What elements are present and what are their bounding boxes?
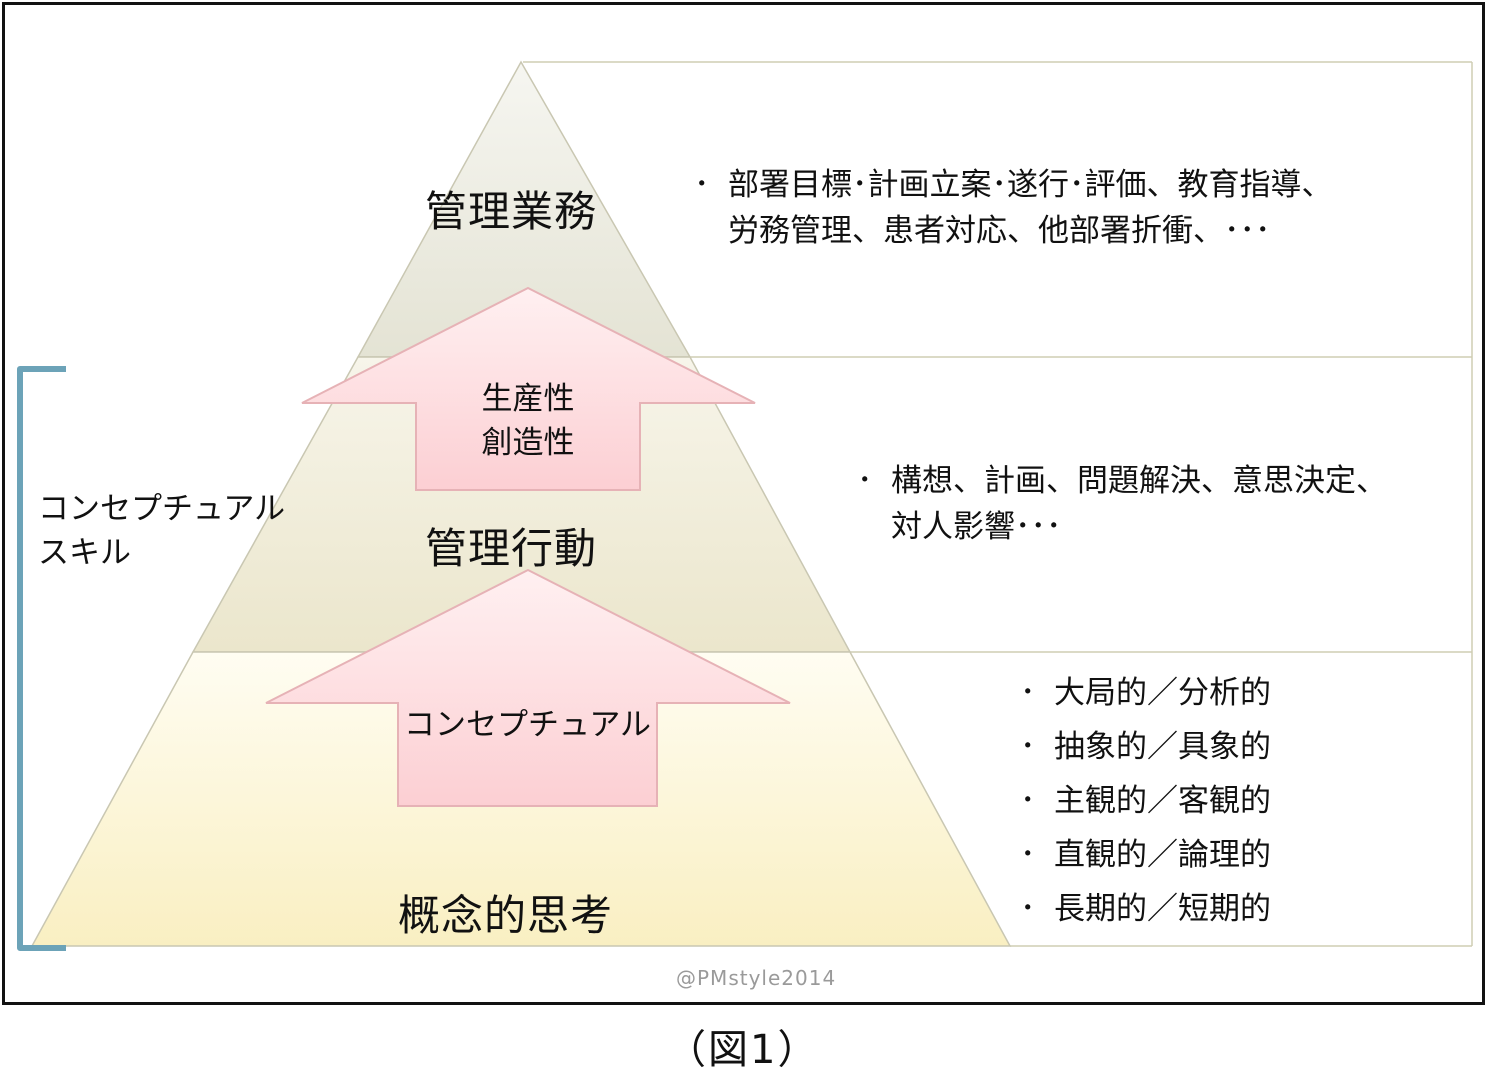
description-row: ･ 抽象的／具象的	[1020, 720, 1271, 774]
description-text: 長期的／短期的	[1054, 891, 1271, 927]
arrow-upper-label: 生産性 創造性	[418, 377, 638, 465]
description-row: ･ 長期的／短期的	[1020, 882, 1271, 936]
arrow-lower-line: コンセプチュアル	[403, 707, 652, 743]
description-row: ･ 主観的／客観的	[1020, 774, 1271, 828]
description-text: 主観的／客観的	[1054, 783, 1271, 819]
description-row: 対人影響･･･	[857, 504, 1387, 550]
bullet: ･	[1020, 675, 1036, 711]
description-row: 労務管理、患者対応、他部署折衝、･･･	[694, 208, 1333, 254]
description-text: 対人影響･･･	[891, 509, 1062, 545]
bullet: ･	[694, 167, 710, 203]
credit-text: @PMstyle2014	[676, 966, 837, 990]
bullet: ･	[1020, 729, 1036, 765]
concept-skill-bracket	[17, 366, 66, 951]
description-text: 抽象的／具象的	[1054, 729, 1271, 765]
description-bottom: ･ 大局的／分析的 ･ 抽象的／具象的 ･ 主観的／客観的 ･ 直観的／論理的 …	[1020, 666, 1271, 936]
bullet: ･	[857, 463, 873, 499]
tier-title-top: 管理業務	[425, 187, 598, 236]
bullet: ･	[1020, 891, 1036, 927]
description-text: 大局的／分析的	[1054, 675, 1271, 711]
bullet: ･	[1020, 837, 1036, 873]
bracket-label-line: スキル	[38, 535, 131, 571]
description-text: 直観的／論理的	[1054, 837, 1271, 873]
description-row: ･ 大局的／分析的	[1020, 666, 1271, 720]
figure-frame	[2, 2, 1485, 1005]
figure-caption: （図1）	[666, 1027, 820, 1073]
description-row: ･ 構想、計画、問題解決、意思決定、	[857, 458, 1387, 504]
bullet: ･	[1020, 783, 1036, 819]
bracket-label-line: コンセプチュアル	[38, 491, 286, 527]
description-row: ･ 部署目標･計画立案･遂行･評価、教育指導、	[694, 162, 1333, 208]
arrow-lower-label: コンセプチュアル	[398, 703, 657, 747]
bracket-label: コンセプチュアル スキル	[38, 487, 285, 575]
description-middle: ･ 構想、計画、問題解決、意思決定、 対人影響･･･	[857, 458, 1387, 550]
arrow-upper-line: 生産性	[481, 381, 575, 417]
description-table	[523, 61, 1473, 947]
description-top: ･ 部署目標･計画立案･遂行･評価、教育指導、 労務管理、患者対応、他部署折衝、…	[694, 162, 1333, 254]
tier-title-middle: 管理行動	[425, 524, 598, 573]
description-text: 部署目標･計画立案･遂行･評価、教育指導、	[728, 167, 1333, 203]
arrow-lower	[265, 568, 791, 807]
tier-title-bottom: 概念的思考	[398, 891, 614, 940]
description-text: 構想、計画、問題解決、意思決定、	[891, 463, 1387, 499]
description-text: 労務管理、患者対応、他部署折衝、･･･	[728, 213, 1271, 249]
description-row: ･ 直観的／論理的	[1020, 828, 1271, 882]
arrow-upper	[301, 286, 756, 491]
arrow-upper-line: 創造性	[481, 425, 575, 461]
